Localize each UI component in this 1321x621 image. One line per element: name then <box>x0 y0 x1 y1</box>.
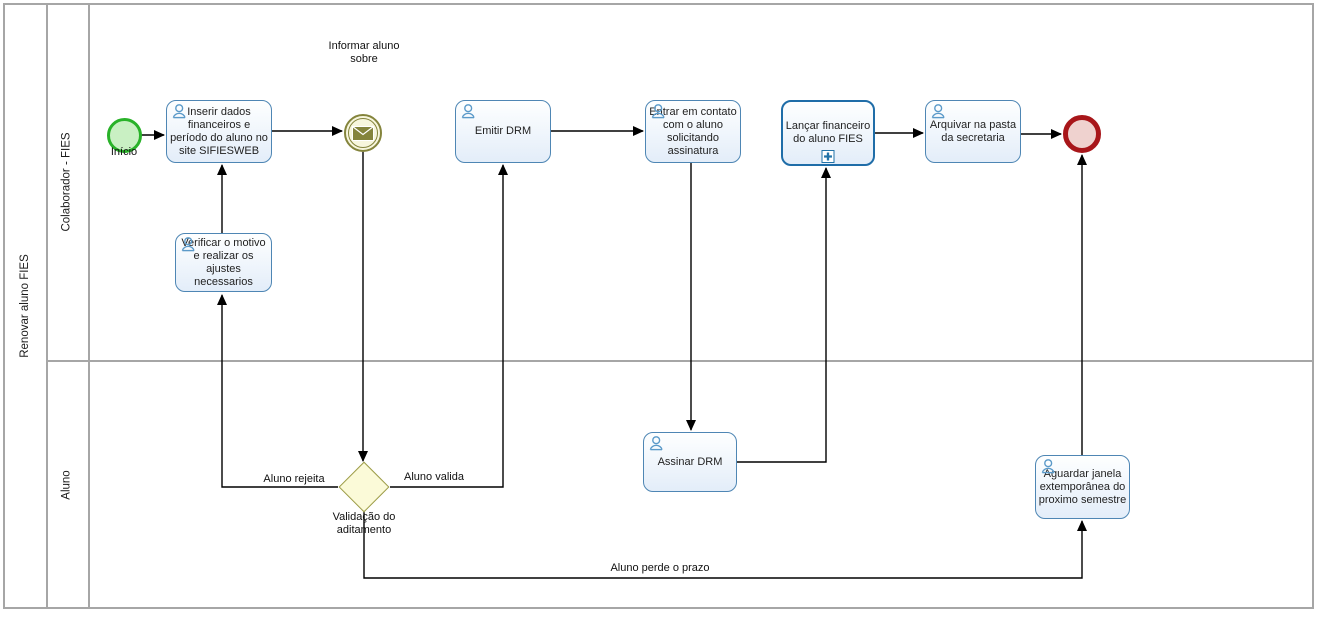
gateway-label: Validação do aditamento <box>332 511 396 536</box>
task-label: Entrar em contato com o aluno solicitand… <box>649 105 737 157</box>
flow-label-aluno-rejeita: Aluno rejeita <box>263 473 325 485</box>
task-inserir-dados[interactable]: Inserir dados financeiros e período do a… <box>166 100 272 163</box>
lane-colaborador-band: Colaborador - FIES <box>46 3 88 360</box>
task-label: Inserir dados financeiros e período do a… <box>170 105 268 157</box>
user-icon <box>1041 459 1056 478</box>
user-icon <box>181 237 196 256</box>
lane-aluno-label: Aluno <box>60 469 73 500</box>
message-event-ring <box>348 118 378 148</box>
task-label: Emitir DRM <box>474 125 532 137</box>
lane-colaborador-label: Colaborador - FIES <box>61 131 74 232</box>
envelope-icon <box>352 125 374 141</box>
lane-divider <box>46 360 1314 362</box>
pool-border <box>3 3 1314 609</box>
flow-label-aluno-valida: Aluno valida <box>404 471 464 483</box>
task-label: Verificar o motivo e realizar os ajustes… <box>181 236 266 288</box>
end-event[interactable] <box>1063 115 1101 153</box>
user-icon <box>461 104 476 123</box>
task-label: Arquivar na pasta da secretaria <box>929 118 1017 144</box>
user-icon <box>172 104 187 123</box>
task-label: Assinar DRM <box>657 455 723 468</box>
start-event[interactable] <box>107 118 142 153</box>
task-assinar-drm[interactable]: Assinar DRM <box>643 432 737 492</box>
pool-label-divider <box>46 3 48 609</box>
start-event-label: Início <box>110 146 138 158</box>
task-arquivar-pasta[interactable]: Arquivar na pasta da secretaria <box>925 100 1021 163</box>
lane-aluno-band: Aluno <box>46 360 88 609</box>
message-throw-event[interactable] <box>344 114 382 152</box>
subprocess-plus-icon[interactable] <box>821 150 835 163</box>
pool-label-band: Renovar aluno FIES <box>3 3 46 609</box>
user-icon <box>649 436 664 455</box>
flow-label-aluno-perde-prazo: Aluno perde o prazo <box>610 562 710 574</box>
subprocess-lancar-financeiro[interactable]: Lançar financeiro do aluno FIES <box>781 100 875 166</box>
lane-label-divider <box>88 3 90 609</box>
task-label: Aguardar janela extemporânea do proximo … <box>1038 467 1127 506</box>
task-label: Lançar financeiro do aluno FIES <box>785 120 871 145</box>
pool-label: Renovar aluno FIES <box>18 254 31 358</box>
user-icon <box>651 104 666 123</box>
task-verificar-motivo[interactable]: Verificar o motivo e realizar os ajustes… <box>175 233 272 292</box>
task-entrar-contato[interactable]: Entrar em contato com o aluno solicitand… <box>645 100 741 163</box>
user-icon <box>931 104 946 123</box>
task-aguardar-janela[interactable]: Aguardar janela extemporânea do proximo … <box>1035 455 1130 519</box>
task-emitir-drm[interactable]: Emitir DRM <box>455 100 551 163</box>
message-event-label: Informar aluno sobre <box>328 40 400 65</box>
